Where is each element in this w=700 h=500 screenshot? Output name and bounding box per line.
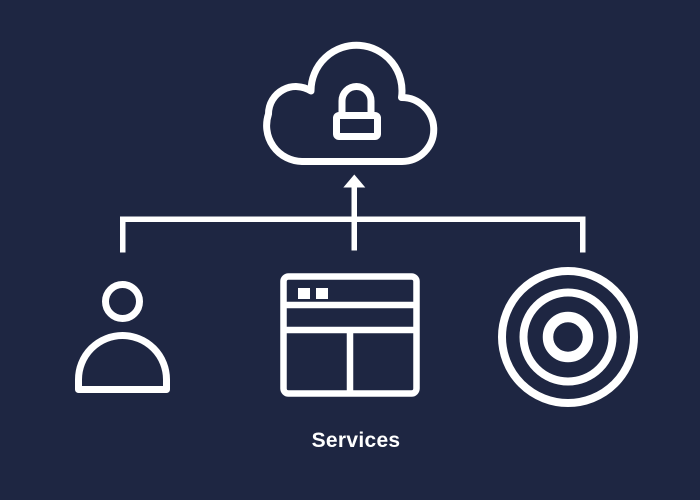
- connector-left-leg: [120, 216, 126, 253]
- lock-body: [333, 112, 381, 140]
- user-icon: [75, 281, 170, 393]
- target-middle-ring: [519, 288, 617, 386]
- bracket-connector: [120, 174, 586, 253]
- browser-window-icon: [280, 273, 420, 397]
- target-inner-ring: [542, 311, 594, 363]
- browser-dot-2: [316, 288, 328, 299]
- target-outer-ring: [498, 267, 638, 407]
- services-label: Services: [312, 429, 401, 452]
- user-head: [102, 281, 143, 322]
- user-body: [75, 332, 170, 393]
- target-icon: [498, 267, 638, 407]
- lock-shackle: [338, 83, 375, 115]
- cloud-lock-icon: [263, 41, 438, 165]
- arrow-head-icon: [343, 174, 366, 188]
- diagram-artwork: [75, 41, 638, 407]
- connector-right-leg: [580, 216, 586, 253]
- cloud-outline: [263, 41, 438, 165]
- browser-dot-1: [298, 288, 310, 299]
- arrow-shaft: [351, 186, 357, 251]
